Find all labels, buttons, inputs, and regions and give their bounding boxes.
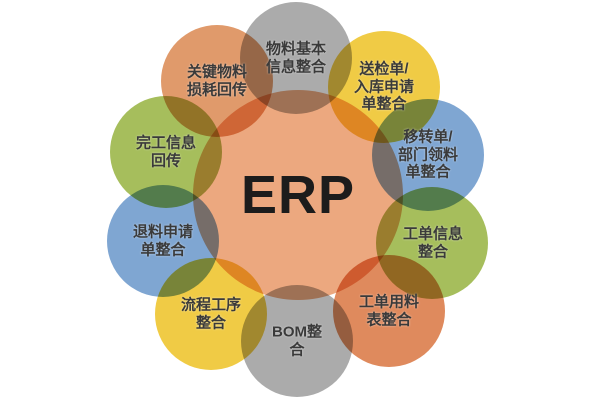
- node-key-material-loss-feedback-circle: [161, 25, 273, 137]
